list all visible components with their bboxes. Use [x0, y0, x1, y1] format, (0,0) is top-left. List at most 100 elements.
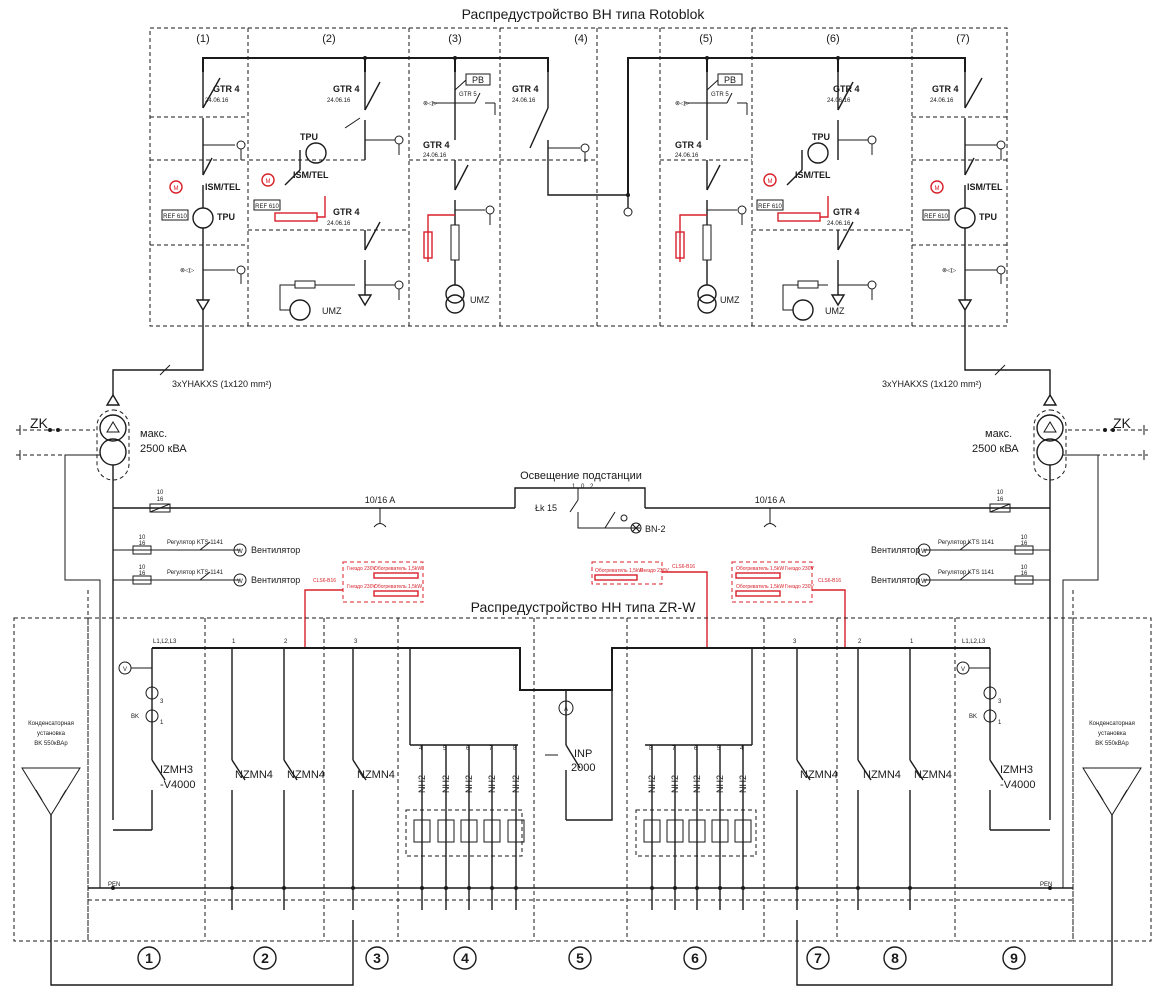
svg-text:NH2: NH2 — [738, 775, 748, 793]
motor-drive-icon — [169, 180, 183, 194]
svg-text:10: 10 — [1021, 535, 1028, 541]
svg-text:BK: BK — [969, 714, 977, 720]
svg-text:Обогреватель 1,5kW: Обогреватель 1,5kW — [736, 584, 784, 590]
svg-text:3xYHAKXS (1x120 mm²): 3xYHAKXS (1x120 mm²) — [882, 379, 982, 389]
svg-text:⊗◁▷: ⊗◁▷ — [942, 268, 957, 274]
svg-text:CLS6-B16: CLS6-B16 — [672, 564, 695, 570]
pen-junctions — [111, 886, 1052, 890]
svg-text:TPU: TPU — [979, 212, 997, 222]
zk-label: ZK — [1113, 415, 1132, 431]
lv-field-number: 5 — [576, 950, 584, 966]
svg-text:Конденсаторная: Конденсаторная — [28, 721, 74, 727]
lv-field-numbers: 1 2 3 4 5 6 7 8 9 — [137, 946, 1026, 970]
svg-text:Гнездо 230V: Гнездо 230V — [347, 584, 376, 590]
svg-text:7: 7 — [489, 746, 493, 752]
svg-text:GTR 5: GTR 5 — [459, 92, 477, 98]
svg-text:GTR 4: GTR 4 — [333, 207, 360, 217]
bus-coupler: A INP 2000 — [545, 690, 613, 821]
zk-label: ZK — [30, 415, 49, 431]
lv-field-number: 6 — [691, 950, 699, 966]
svg-text:24.06.16: 24.06.16 — [327, 221, 351, 227]
motor-drive-icon — [261, 173, 275, 187]
aux-supply: 10 16 10 16 10/16 A 10/16 A Освещение по… — [113, 470, 1050, 534]
svg-text:BK: BK — [131, 714, 139, 720]
svg-text:Гнездо 230V: Гнездо 230V — [347, 566, 376, 572]
svg-text:W: W — [237, 579, 243, 585]
svg-text:Вентилятор: Вентилятор — [871, 545, 920, 555]
svg-text:NZMN4: NZMN4 — [235, 769, 273, 781]
svg-text:24.06.16: 24.06.16 — [827, 98, 851, 104]
svg-text:ISM/TEL: ISM/TEL — [795, 170, 831, 180]
capacitor-bank-left: Конденсаторная установка BK 550кВАр — [21, 721, 354, 986]
svg-text:Обогреватель 1,5kW: Обогреватель 1,5kW — [736, 566, 784, 572]
svg-text:24.06.16: 24.06.16 — [827, 221, 851, 227]
svg-text:24.06.16: 24.06.16 — [930, 98, 954, 104]
svg-text:10/16 A: 10/16 A — [365, 495, 396, 505]
svg-text:⊗◁▷: ⊗◁▷ — [675, 101, 690, 107]
svg-text:16: 16 — [997, 497, 1004, 503]
svg-text:3: 3 — [998, 699, 1002, 705]
hv-field-label: (7) — [956, 33, 969, 45]
svg-text:W: W — [237, 549, 243, 555]
svg-text:16: 16 — [139, 571, 146, 577]
lv-switchgear-frame — [13, 617, 1152, 942]
svg-text:16: 16 — [1021, 541, 1028, 547]
svg-text:16: 16 — [157, 497, 164, 503]
svg-text:NZMN4: NZMN4 — [357, 769, 395, 781]
svg-text:GTR 4: GTR 4 — [423, 140, 450, 150]
fan-circuits-left: 10 16 10 16 Регулятор KTS 1141 Регулятор… — [113, 535, 300, 587]
svg-text:INP: INP — [574, 748, 592, 760]
svg-text:6: 6 — [466, 746, 470, 752]
lv-incomer-right: V 3 1 BK IZMH3 -V4000 — [956, 648, 1050, 831]
svg-text:ISM/TEL: ISM/TEL — [967, 182, 1003, 192]
svg-text:TPU: TPU — [217, 212, 235, 222]
svg-text:BN-2: BN-2 — [645, 524, 666, 534]
svg-text:L1,L2,L3: L1,L2,L3 — [153, 639, 177, 645]
svg-text:Гнездо 230V: Гнездо 230V — [785, 584, 814, 590]
svg-text:NH2: NH2 — [464, 775, 474, 793]
hv-field-6: M REF 610 TPU ISM/TEL GTR 4 24.06.16 GTR… — [756, 72, 877, 321]
nh2-feeder: NH2 6 — [460, 745, 478, 910]
svg-text:2000: 2000 — [571, 762, 595, 774]
svg-text:Регулятор KTS 1141: Регулятор KTS 1141 — [167, 570, 224, 576]
svg-text:3: 3 — [160, 699, 164, 705]
hv-switchgear-title: Распредустройство ВН типа Rotoblok — [462, 6, 706, 22]
cable-right: 3xYHAKXS (1x120 mm²) — [882, 326, 1051, 395]
svg-text:Вентилятор: Вентилятор — [871, 575, 920, 585]
svg-text:макс.: макс. — [140, 428, 167, 440]
svg-text:BK 550кВАр: BK 550кВАр — [34, 741, 68, 747]
lv-field-number: 1 — [145, 950, 153, 966]
svg-text:TPU: TPU — [300, 132, 318, 142]
svg-text:REF 610: REF 610 — [758, 204, 782, 210]
svg-text:GTR 4: GTR 4 — [675, 140, 702, 150]
svg-text:NH2: NH2 — [692, 775, 702, 793]
nzmn-feeders: NZMN4 NZMN4 NZMN4 NZMN4 NZMN4 NZMN4 — [231, 648, 952, 910]
motor-drive-icon — [763, 173, 777, 187]
svg-text:V: V — [961, 667, 965, 673]
hv-field-2: M REF 610 TPU ISM/TEL GTR 4 24.06.16 GTR… — [248, 72, 404, 321]
svg-text:10: 10 — [997, 490, 1004, 496]
svg-text:UMZ: UMZ — [825, 306, 845, 316]
svg-text:1: 1 — [232, 639, 236, 645]
svg-text:REF 610: REF 610 — [924, 214, 948, 220]
svg-text:1: 1 — [910, 639, 914, 645]
hv-field-label: (1) — [196, 33, 209, 45]
svg-text:-V4000: -V4000 — [160, 779, 195, 791]
svg-text:TPU: TPU — [812, 132, 830, 142]
svg-text:Обогреватель 1,5kW: Обогреватель 1,5kW — [595, 568, 643, 574]
svg-text:24.06.16: 24.06.16 — [327, 98, 351, 104]
heater-panel-left: Гнездо 230V Обогреватель 1,5kW Гнездо 23… — [304, 561, 424, 648]
hv-field-7: M REF 610 GTR 4 24.06.16 ISM/TEL TPU ⊗◁▷ — [922, 72, 1006, 326]
svg-text:10: 10 — [157, 490, 164, 496]
svg-text:⊗◁▷: ⊗◁▷ — [180, 268, 195, 274]
svg-text:GTR 4: GTR 4 — [833, 207, 860, 217]
lv-field-number: 8 — [891, 950, 899, 966]
svg-text:Обогреватель 1,5kW: Обогреватель 1,5kW — [374, 566, 422, 572]
